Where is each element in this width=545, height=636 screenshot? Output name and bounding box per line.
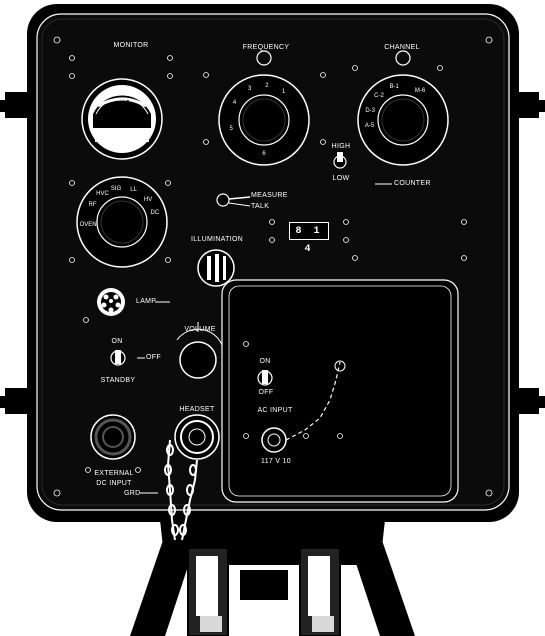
mode-dial[interactable] bbox=[76, 176, 168, 268]
illumination-knob[interactable] bbox=[197, 249, 235, 287]
lamp-label: LAMP bbox=[136, 298, 157, 305]
mode-dial-mark-1: OVEN bbox=[79, 221, 97, 228]
channel-label: CHANNEL bbox=[384, 44, 420, 51]
ac-input-label: AC INPUT bbox=[257, 407, 293, 414]
mode-dial-mark-5: LL bbox=[130, 187, 137, 194]
headset-label: HEADSET bbox=[179, 406, 215, 413]
frequency-dial-mark-5: 5 bbox=[229, 125, 233, 132]
external-label: EXTERNAL bbox=[94, 470, 134, 477]
lamp-socket bbox=[97, 288, 170, 316]
standby-off-label: OFF bbox=[146, 354, 161, 361]
monitor-label: MONITOR bbox=[113, 42, 149, 49]
high-label: HIGH bbox=[331, 143, 351, 150]
illumination-label: ILLUMINATION bbox=[190, 236, 244, 243]
mode-dial-mark-3: HVC bbox=[96, 191, 109, 198]
ac-on-label: ON bbox=[259, 358, 271, 365]
high-low-toggle[interactable] bbox=[333, 152, 347, 169]
frequency-lamp bbox=[256, 50, 272, 66]
frequency-label: FREQUENCY bbox=[242, 44, 290, 51]
counter-display: 8 1 4 bbox=[289, 222, 329, 255]
frequency-dial-mark-6: 6 bbox=[262, 151, 266, 157]
frequency-dial-mark-1: 1 bbox=[281, 89, 286, 96]
headset-cap-chain bbox=[164, 439, 198, 541]
counter-label: COUNTER bbox=[394, 180, 431, 187]
frequency-dial[interactable] bbox=[218, 74, 310, 166]
ac-power-toggle[interactable] bbox=[257, 370, 273, 386]
standby-label: STANDBY bbox=[100, 377, 136, 384]
ac-input-connector bbox=[261, 360, 346, 453]
case-latches bbox=[0, 92, 545, 414]
voltage-label: 117 V 10 bbox=[261, 458, 291, 465]
mode-dial-mark-4: SIG bbox=[110, 185, 122, 192]
frequency-dial-mark-2: 2 bbox=[265, 83, 269, 90]
monitor-meter bbox=[81, 78, 163, 160]
tripod-stand bbox=[130, 520, 415, 636]
frequency-dial-mark-4: 4 bbox=[232, 100, 237, 106]
standby-on-label: ON bbox=[111, 338, 123, 345]
channel-dial-mark-1: A-5 bbox=[364, 122, 375, 129]
channel-dial-mark-5: M-6 bbox=[414, 87, 426, 94]
channel-dial[interactable] bbox=[357, 74, 449, 166]
channel-lamp bbox=[395, 50, 411, 66]
mode-dial-mark-2: RF bbox=[88, 202, 97, 208]
external-dc-connector bbox=[90, 414, 136, 460]
channel-dial-mark-4: B-1 bbox=[389, 84, 399, 91]
talk-label: TALK bbox=[251, 203, 270, 210]
dc-input-label: DC INPUT bbox=[96, 480, 132, 487]
mode-dial-mark-6: HV bbox=[143, 197, 153, 204]
channel-dial-mark-2: D-3 bbox=[365, 108, 375, 115]
frequency-dial-mark-3: 3 bbox=[247, 86, 252, 93]
volume-knob[interactable] bbox=[176, 322, 223, 379]
standby-toggle[interactable] bbox=[110, 350, 126, 366]
ac-off-label: OFF bbox=[258, 389, 274, 396]
ac-compartment bbox=[221, 279, 459, 503]
low-label: LOW bbox=[332, 175, 350, 182]
panel-screws bbox=[53, 36, 493, 497]
headset-connector bbox=[174, 414, 220, 460]
measure-talk-switch[interactable] bbox=[216, 193, 251, 207]
measure-label: MEASURE bbox=[251, 192, 288, 199]
channel-dial-mark-3: C-2 bbox=[374, 92, 384, 99]
grd-label: GRD bbox=[124, 490, 141, 497]
mode-dial-mark-7: DC bbox=[150, 210, 160, 217]
volume-label: VOLUME bbox=[184, 326, 216, 333]
